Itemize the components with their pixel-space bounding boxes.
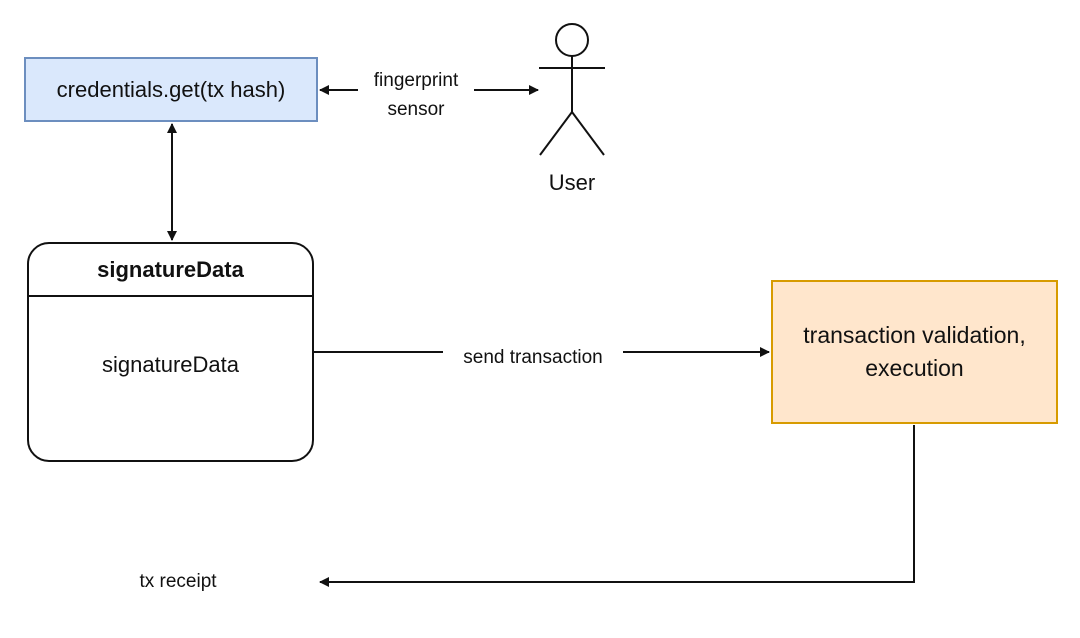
- signature-data-body: signatureData: [102, 352, 239, 377]
- credentials-get-label: credentials.get(tx hash): [56, 76, 286, 102]
- credentials-get-node: credentials.get(tx hash): [24, 57, 318, 122]
- user-actor-icon: [539, 23, 605, 156]
- signature-data-node: signatureData signatureData: [27, 242, 314, 462]
- fingerprint-sensor-label: fingerprint sensor: [358, 66, 474, 124]
- transaction-validation-label: transaction validation, execution: [803, 319, 1025, 385]
- user-actor-label: User: [548, 170, 596, 195]
- send-transaction-label: send transaction: [443, 346, 623, 370]
- tx-receipt-label: tx receipt: [139, 571, 217, 592]
- signature-data-header: signatureData: [29, 244, 312, 297]
- validation-line-1: transaction validation,: [803, 322, 1026, 348]
- fingerprint-label-line-2: sensor: [387, 99, 445, 120]
- validation-line-2: execution: [865, 355, 964, 381]
- tx-receipt-edge: [319, 425, 915, 587]
- fingerprint-label-line-1: fingerprint: [373, 70, 459, 91]
- transaction-validation-node: transaction validation, execution: [771, 280, 1058, 424]
